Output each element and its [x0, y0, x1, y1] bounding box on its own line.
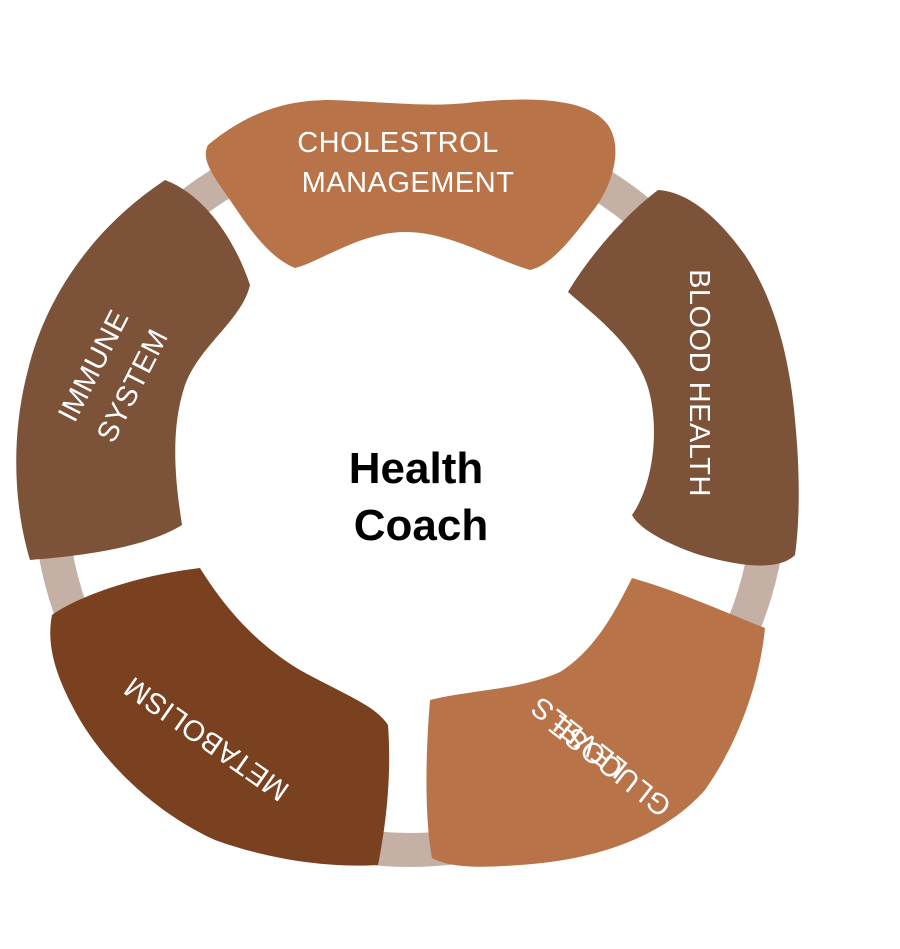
segment-blood-shape	[568, 190, 799, 566]
segment-blood-label: BLOOD HEALTH	[683, 269, 715, 497]
segment-cholestrol-label-line2: MANAGEMENT	[302, 167, 515, 199]
segment-cholestrol-shape	[205, 99, 616, 270]
segment-blood-health: BLOOD HEALTH	[568, 190, 799, 566]
segment-cholestrol-management: CHOLESTROL MANAGEMENT	[205, 99, 616, 270]
segment-immune-shape	[16, 180, 250, 560]
center-title-line1: Health	[349, 444, 483, 493]
segment-glucose-shape	[426, 578, 765, 867]
segment-cholestrol-label-line1: CHOLESTROL	[297, 127, 499, 159]
segment-glucose-levels: GLUCOSE LEVELS	[426, 578, 765, 867]
center-title-line2: Coach	[354, 501, 488, 550]
segment-metabolism-shape	[50, 568, 390, 866]
segment-immune-system: IMMUNE SYSTEM	[16, 180, 250, 560]
segment-metabolism: METABOLISM	[50, 568, 390, 866]
